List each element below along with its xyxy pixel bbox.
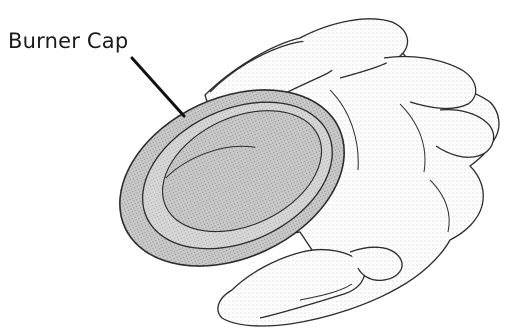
callout-leader-line: [132, 58, 184, 116]
callout-label-burner-cap: Burner Cap: [8, 31, 128, 52]
